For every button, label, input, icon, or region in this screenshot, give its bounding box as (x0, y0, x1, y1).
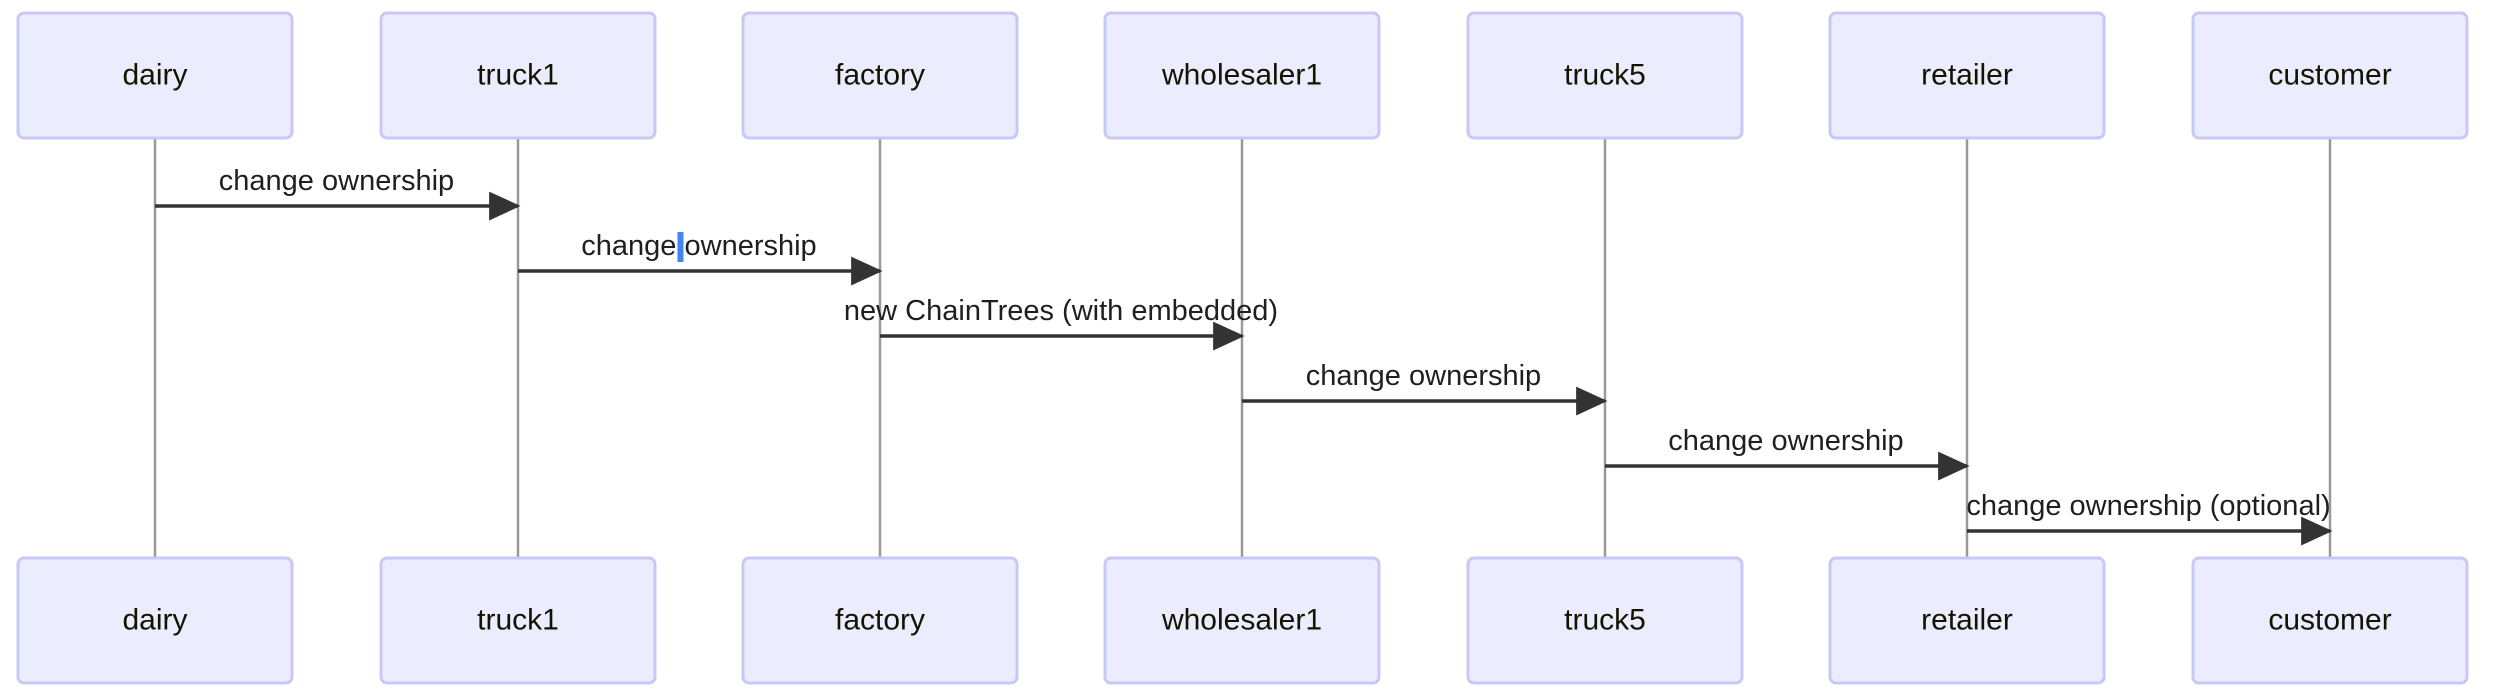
actor-label-customer: customer (2268, 58, 2391, 91)
actor-box-customer[interactable] (2191, 11, 2469, 140)
actor-box-wholesaler1[interactable] (1103, 556, 1381, 685)
message-label-6: change ownership (optional) (1966, 490, 2330, 522)
message-1[interactable]: change ownership (155, 165, 521, 221)
actor-label-customer: customer (2268, 603, 2391, 636)
message-2[interactable]: change ownership (518, 230, 883, 286)
actor-label-truck1: truck1 (477, 603, 559, 636)
actor-label-truck5: truck5 (1564, 58, 1646, 91)
actor-factory-top[interactable]: factory (741, 11, 1019, 140)
actor-dairy-bottom[interactable]: dairy (16, 556, 294, 685)
actor-customer-top[interactable]: customer (2191, 11, 2469, 140)
actor-label-retailer: retailer (1921, 58, 2013, 91)
message-label-1: change ownership (219, 165, 454, 197)
actor-box-dairy[interactable] (16, 11, 294, 140)
actor-label-retailer: retailer (1921, 603, 2013, 636)
actor-factory-bottom[interactable]: factory (741, 556, 1019, 685)
actor-box-customer[interactable] (2191, 556, 2469, 685)
message-label-4: change ownership (1306, 360, 1541, 392)
actor-box-dairy[interactable] (16, 556, 294, 685)
message-6[interactable]: change ownership (optional) (1966, 490, 2333, 546)
actor-box-truck1[interactable] (379, 556, 657, 685)
actor-box-retailer[interactable] (1828, 11, 2106, 140)
actor-label-wholesaler1: wholesaler1 (1161, 603, 1322, 636)
message-3[interactable]: new ChainTrees (with embedded) (844, 295, 1278, 351)
message-5[interactable]: change ownership (1605, 425, 1970, 481)
bottom-actor-boxes-group: dairy truck1 factory wholesaler1 truck5 retai… (16, 556, 2469, 685)
actor-box-truck5[interactable] (1466, 556, 1744, 685)
actor-label-factory: factory (835, 603, 925, 636)
actor-label-truck5: truck5 (1564, 603, 1646, 636)
actor-truck1-bottom[interactable]: truck1 (379, 556, 657, 685)
actor-box-retailer[interactable] (1828, 556, 2106, 685)
actor-customer-bottom[interactable]: customer (2191, 556, 2469, 685)
message-label-5: change ownership (1668, 425, 1903, 457)
actor-dairy-top[interactable]: dairy (16, 11, 294, 140)
message-label-3: new ChainTrees (with embedded) (844, 295, 1278, 327)
actor-label-truck1: truck1 (477, 58, 559, 91)
actor-retailer-top[interactable]: retailer (1828, 11, 2106, 140)
actor-retailer-bottom[interactable]: retailer (1828, 556, 2106, 685)
actor-box-truck1[interactable] (379, 11, 657, 140)
actor-box-truck5[interactable] (1466, 11, 1744, 140)
actor-truck5-bottom[interactable]: truck5 (1466, 556, 1744, 685)
messages-group: change ownership change ownership new Chai… (155, 165, 2333, 546)
actor-truck5-top[interactable]: truck5 (1466, 11, 1744, 140)
actor-label-dairy: dairy (122, 603, 187, 636)
actor-truck1-top[interactable]: truck1 (379, 11, 657, 140)
actor-label-wholesaler1: wholesaler1 (1161, 58, 1322, 91)
text-cursor-caret (677, 232, 684, 262)
actor-box-wholesaler1[interactable] (1103, 11, 1381, 140)
actor-box-factory[interactable] (741, 11, 1019, 140)
actor-wholesaler1-top[interactable]: wholesaler1 (1103, 11, 1381, 140)
actor-box-factory[interactable] (741, 556, 1019, 685)
actor-label-dairy: dairy (122, 58, 187, 91)
message-4[interactable]: change ownership (1242, 360, 1608, 416)
actor-wholesaler1-bottom[interactable]: wholesaler1 (1103, 556, 1381, 685)
message-label-2: change ownership (581, 230, 816, 262)
top-actor-boxes-group: dairy truck1 factory wholesaler1 truck5 retai… (16, 11, 2469, 140)
actor-label-factory: factory (835, 58, 925, 91)
